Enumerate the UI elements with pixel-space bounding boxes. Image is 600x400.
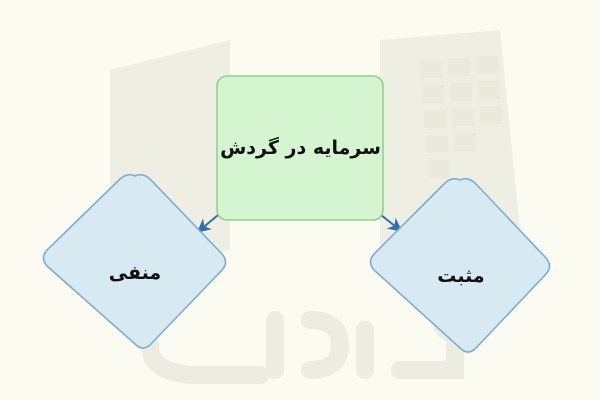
edge-root-to-negative xyxy=(196,214,219,233)
node-negative-label: منفی xyxy=(108,262,162,284)
node-root-box[interactable] xyxy=(216,75,384,221)
node-root-label: سرمایه در گردش xyxy=(220,137,381,159)
edge-root-to-positive xyxy=(380,214,403,232)
node-negative-diamond[interactable] xyxy=(42,173,227,349)
node-positive-diamond[interactable] xyxy=(369,177,551,353)
node-positive-label: مثبت xyxy=(437,265,485,287)
